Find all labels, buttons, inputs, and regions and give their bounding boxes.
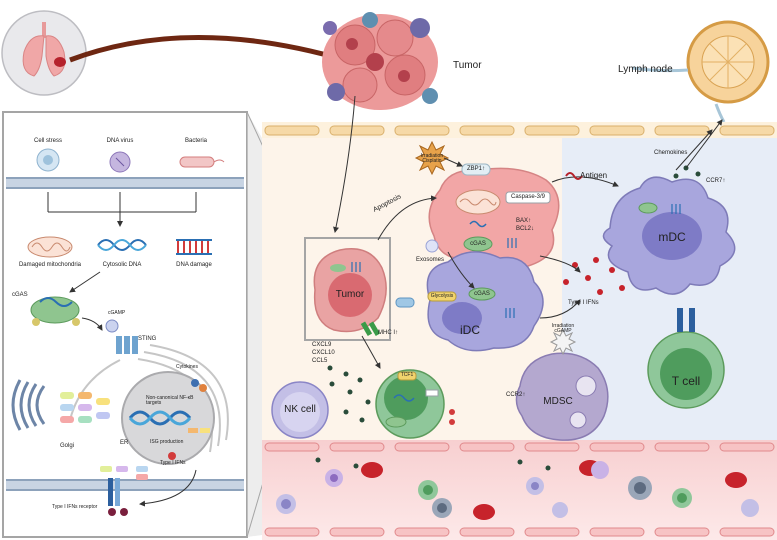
bacteria-icon — [179, 156, 225, 168]
mitochondria-icon — [27, 236, 73, 258]
chemo-cxcl10: CXCL10 — [312, 350, 335, 356]
lymph-node-label: Lymph node — [618, 64, 673, 75]
lung-icon — [1, 10, 87, 96]
glycolysis-label: Glycolysis — [430, 293, 454, 299]
cgamp-icon — [105, 319, 119, 333]
cyto-dna-label: Cytosolic DNA — [102, 262, 142, 268]
cytokines-label: Cytokines — [176, 364, 198, 370]
tumor-label: Tumor — [453, 60, 482, 71]
tumor-cell-label: Tumor — [335, 289, 365, 300]
t-cell — [647, 308, 725, 409]
dna-helix-icon — [97, 239, 147, 251]
chemokines-label: Chemokines — [654, 150, 688, 156]
nk-label: NK cell — [284, 404, 316, 415]
caspase-box — [505, 191, 551, 204]
metastasis-arrow — [69, 35, 355, 68]
blood-vessel — [262, 440, 777, 540]
golgi-label: Golgi — [60, 443, 75, 449]
lymph-node-icon — [631, 20, 770, 123]
exosome-icon — [425, 239, 439, 253]
idc-label: iDC — [460, 323, 480, 337]
signaling-cascade-icon — [60, 392, 110, 423]
mdc-label: mDC — [658, 230, 686, 244]
ccr7-label: CCR7↑ — [706, 178, 726, 184]
cell-membrane-bottom — [6, 479, 244, 491]
cell-membrane-top — [6, 177, 244, 189]
irradiation-label: Irradiation Cisplatin — [420, 153, 444, 164]
dna-damage-icon — [176, 239, 212, 255]
process-arrows — [333, 95, 723, 369]
zbp1-box — [461, 163, 491, 176]
tcf1-label: TCF1 — [400, 372, 414, 378]
tumor-zoom-box — [304, 237, 391, 341]
chemokine-dots — [315, 165, 701, 471]
irr-cgamp-label: Irradiation cGAMP — [551, 323, 575, 334]
irradiation-icon — [414, 140, 450, 176]
blood-immune-cells — [276, 461, 759, 518]
zbp1-label: ZBP1↑ — [466, 166, 486, 172]
mdsc-cell — [515, 352, 609, 441]
antigen-icon — [565, 172, 583, 180]
hif1a-box — [395, 297, 415, 308]
tcf1-t-cell — [375, 369, 455, 439]
exosomes-label: Exosomes — [415, 257, 445, 263]
ccr2-label: CCR2↑ — [506, 392, 526, 398]
epithelium-top — [262, 122, 777, 138]
bacteria-label: Bacteria — [184, 138, 208, 144]
type1-ifn-dots — [563, 257, 625, 295]
idc-cell — [426, 251, 544, 352]
receptor-icon — [100, 466, 148, 516]
dna-damage-label: DNA damage — [176, 262, 212, 268]
receptor-label: Type I IFNs receptor — [52, 504, 98, 510]
bcl2-label: BCL2↓ — [516, 226, 535, 232]
mdc-cell — [602, 176, 736, 295]
cgas-idc-label: cGAS — [474, 291, 490, 297]
sting-icon — [116, 336, 138, 354]
antigen-label: Antigen — [580, 171, 608, 180]
er-label: ER — [120, 440, 129, 446]
chemo-ccl5: CCL5 — [312, 358, 328, 364]
cgas-label: cGAS — [12, 292, 28, 298]
mdsc-label: MDSC — [543, 396, 573, 407]
inset-panel — [2, 111, 248, 538]
nucleus-icon — [121, 371, 215, 465]
zoom-funnel — [247, 112, 262, 537]
isg-label: ISG production — [150, 439, 184, 445]
cgas-complex-icon — [30, 296, 80, 326]
tumor-mass-icon — [322, 12, 438, 110]
cell-stress-icon — [36, 148, 60, 172]
caspase-label: Caspase-3/9 — [510, 194, 546, 200]
t-cell-label: T cell — [671, 374, 701, 388]
cell-stress-label: Cell stress — [33, 138, 63, 144]
bax-label: BAX↑ — [516, 218, 532, 224]
chemo-cxcl9: CXCL9 — [312, 342, 332, 348]
irradiation-cgamp-icon — [549, 328, 577, 356]
sting-label: STING — [138, 336, 157, 342]
mito-label: Damaged mitochondria — [18, 262, 82, 268]
cgas-tumor-label: cGAS — [470, 241, 486, 247]
stimuli-converge-lines — [47, 192, 197, 227]
inset-type1-label: Type I IFNs — [160, 460, 186, 466]
mhc-icon — [360, 321, 381, 337]
tumor-cell — [313, 248, 387, 333]
type1-ifn-label: Type I IFNs — [568, 300, 599, 306]
dna-virus-label: DNA virus — [106, 138, 134, 144]
cgamp-label: cGAMP — [108, 310, 126, 316]
mhc-label: MHC I↑ — [378, 330, 398, 336]
golgi-icon — [11, 379, 46, 431]
virus-icon — [109, 151, 131, 173]
noncanonical-label: Non-canonical NF-κB targets — [146, 395, 194, 406]
nk-cell — [271, 381, 329, 439]
